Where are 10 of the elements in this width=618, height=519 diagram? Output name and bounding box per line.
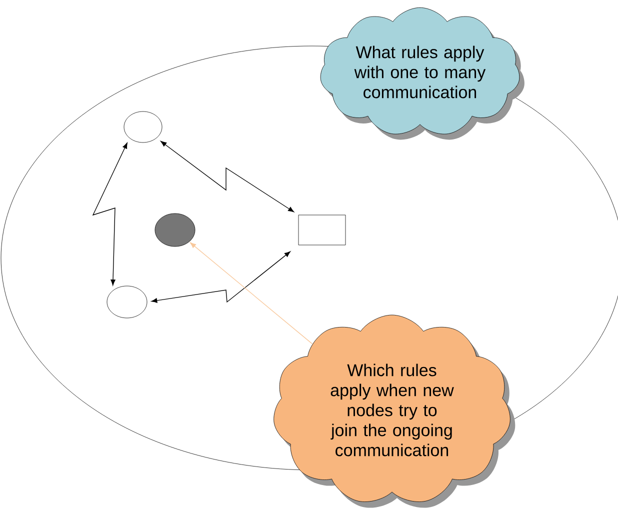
node-circle — [154, 213, 196, 247]
node-circle — [106, 286, 148, 318]
arrow — [190, 242, 313, 344]
zigzag-arrow — [160, 141, 294, 212]
thought-cloud: What rules apply with one to many communication — [320, 7, 524, 140]
zigzag-arrow — [92, 142, 128, 286]
zigzag-arrow — [151, 251, 290, 303]
node-rectangle — [298, 214, 346, 246]
node-circle — [124, 111, 162, 143]
thought-cloud: Which rules apply when new nodes try to join the ongoing communication — [274, 314, 516, 508]
